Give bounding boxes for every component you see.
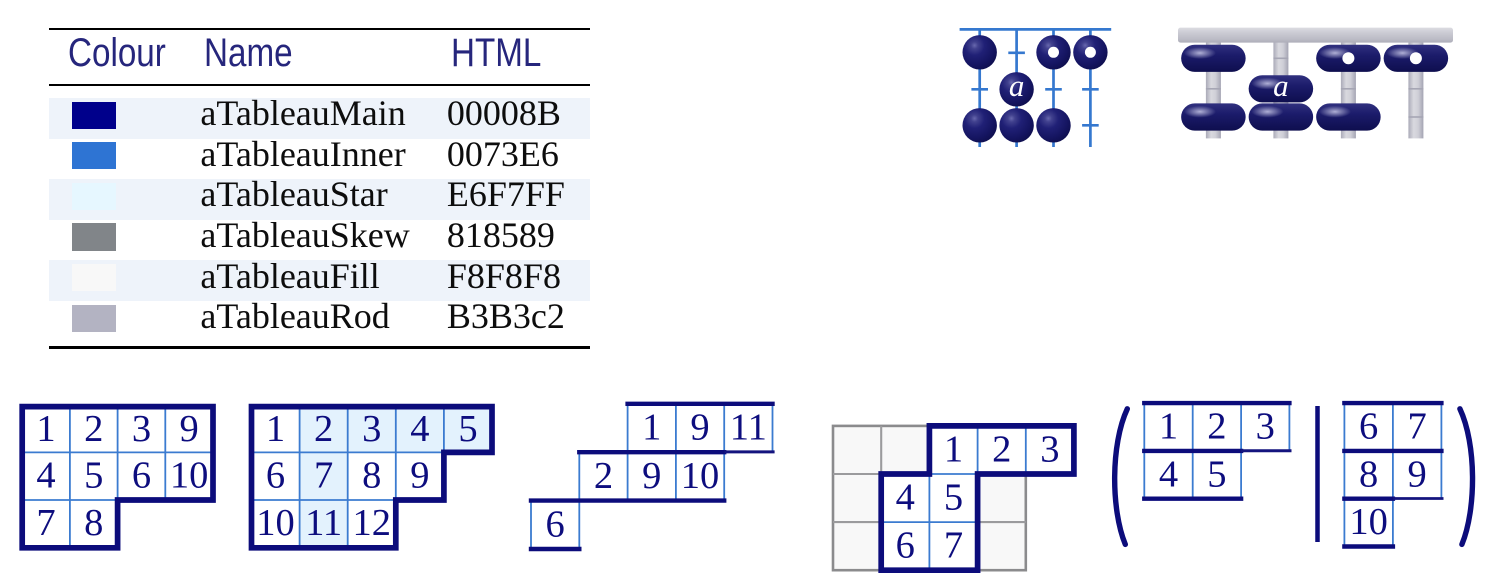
- svg-text:5: 5: [1207, 453, 1226, 495]
- svg-text:2: 2: [594, 455, 613, 497]
- svg-text:2: 2: [314, 408, 333, 450]
- svg-text:6: 6: [132, 455, 151, 497]
- svg-text:9: 9: [642, 455, 661, 497]
- svg-text:8: 8: [362, 455, 381, 497]
- svg-text:2: 2: [992, 428, 1011, 470]
- svg-text:1: 1: [642, 407, 661, 449]
- svg-text:8: 8: [84, 502, 103, 544]
- svg-text:3: 3: [132, 408, 151, 450]
- svg-text:2: 2: [84, 408, 103, 450]
- svg-text:1: 1: [1159, 406, 1178, 448]
- svg-text:9: 9: [1408, 453, 1427, 495]
- svg-text:9: 9: [690, 407, 709, 449]
- svg-text:7: 7: [314, 455, 333, 497]
- svg-text:5: 5: [84, 455, 103, 497]
- svg-text:4: 4: [1159, 453, 1178, 495]
- svg-text:2: 2: [1207, 406, 1226, 448]
- svg-text:7: 7: [36, 502, 55, 544]
- svg-text:4: 4: [410, 408, 429, 450]
- svg-text:5: 5: [458, 408, 477, 450]
- svg-text:11: 11: [730, 407, 767, 449]
- svg-text:6: 6: [1359, 406, 1378, 448]
- svg-text:10: 10: [256, 502, 295, 544]
- svg-text:7: 7: [1408, 406, 1427, 448]
- svg-text:12: 12: [353, 502, 392, 544]
- svg-text:6: 6: [546, 503, 565, 545]
- svg-text:5: 5: [944, 476, 963, 518]
- svg-text:9: 9: [410, 455, 429, 497]
- svg-text:9: 9: [180, 408, 199, 450]
- svg-text:10: 10: [1349, 501, 1388, 543]
- svg-text:8: 8: [1359, 453, 1378, 495]
- svg-text:3: 3: [1256, 406, 1275, 448]
- svg-text:1: 1: [36, 408, 55, 450]
- svg-text:6: 6: [896, 525, 915, 567]
- svg-text:6: 6: [266, 455, 285, 497]
- svg-text:4: 4: [36, 455, 55, 497]
- svg-text:10: 10: [170, 455, 209, 497]
- svg-text:1: 1: [266, 408, 285, 450]
- svg-text:11: 11: [305, 502, 342, 544]
- svg-text:4: 4: [896, 476, 915, 518]
- svg-text:a: a: [1009, 68, 1025, 103]
- svg-text:3: 3: [1040, 428, 1059, 470]
- svg-text:a: a: [1273, 68, 1289, 103]
- svg-text:7: 7: [944, 525, 963, 567]
- svg-text:3: 3: [362, 408, 381, 450]
- svg-text:1: 1: [944, 428, 963, 470]
- svg-text:10: 10: [681, 455, 720, 497]
